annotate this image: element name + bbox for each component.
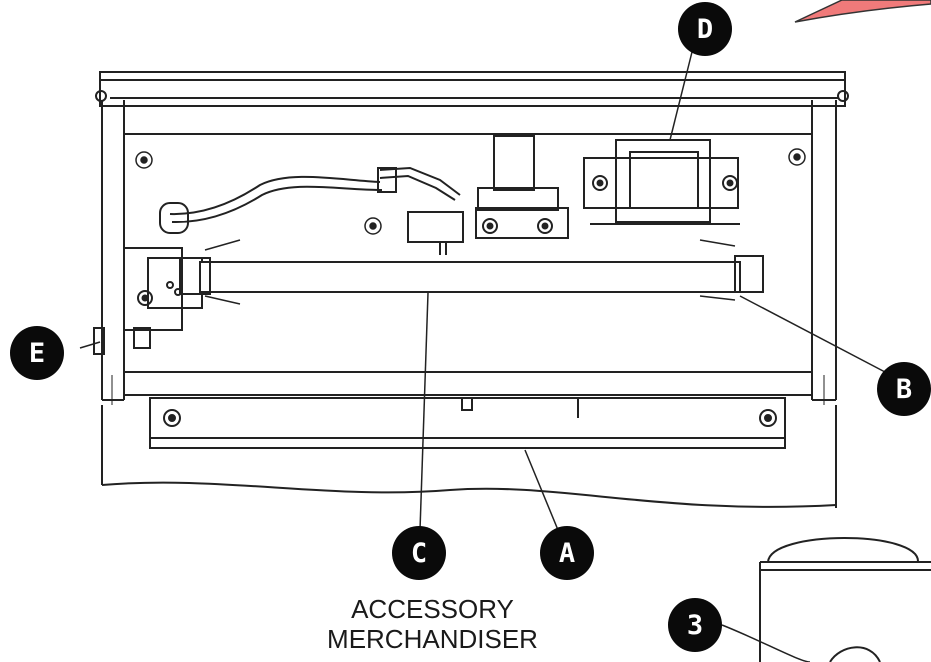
callout-d: D [678, 2, 732, 56]
callout-b: B [877, 362, 931, 416]
side-posts [101, 100, 837, 405]
side-button [93, 327, 105, 355]
transformer [583, 139, 740, 225]
wire-harness [159, 166, 461, 234]
inset-drawing [759, 537, 931, 662]
panel-screws [135, 148, 806, 235]
callout-a: A [540, 526, 594, 580]
cabinet-legs [101, 405, 837, 508]
fluorescent-tube [179, 239, 764, 305]
starter-socket [407, 135, 569, 255]
diagram-caption: ACCESSORY MERCHANDISER [280, 594, 585, 654]
callout-3: 3 [668, 598, 722, 652]
caption-line-1: ACCESSORY [351, 594, 514, 624]
pink-accent-shape [794, 0, 931, 23]
lamp-rail [149, 397, 786, 449]
back-panel [123, 133, 813, 373]
top-rail [95, 71, 849, 107]
left-socket-plate [123, 247, 203, 349]
callout-c: C [392, 526, 446, 580]
caption-line-2: MERCHANDISER [327, 624, 538, 654]
callout-e: E [10, 326, 64, 380]
leader-lines [79, 47, 886, 662]
